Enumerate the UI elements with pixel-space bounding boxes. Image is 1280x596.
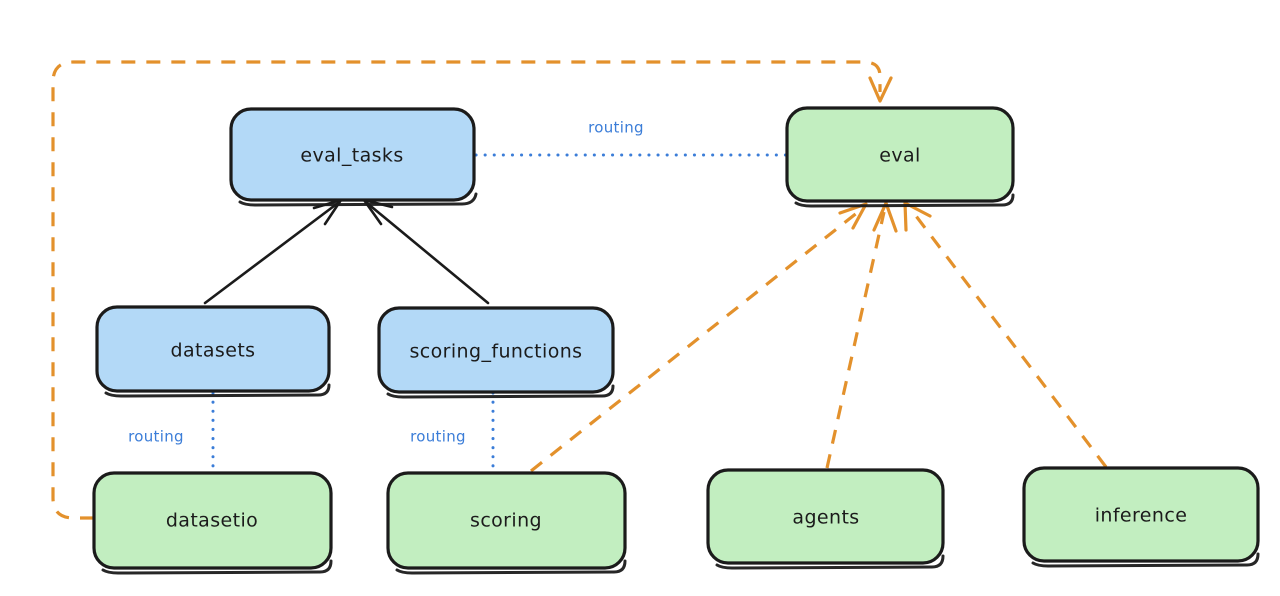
- node-shadow-eval: [794, 193, 1015, 208]
- node-label-inference: inference: [1095, 505, 1188, 527]
- edge-scoringfn-eval-tasks: [362, 198, 490, 305]
- node-label-scoring-functions: scoring_functions: [410, 341, 583, 363]
- edge-label-routing-eval-tasks: routing: [588, 119, 644, 137]
- node-label-datasets: datasets: [171, 340, 256, 362]
- node-shadow-scoring-functions: [386, 384, 615, 399]
- node-agents[interactable]: agents: [706, 468, 945, 570]
- node-datasetio[interactable]: datasetio: [92, 471, 333, 575]
- node-scoring[interactable]: scoring: [386, 471, 627, 575]
- edge-group-inherits: [203, 198, 490, 305]
- edge-group-routing: [211, 153, 788, 474]
- edge-label-routing-datasets: routing: [128, 428, 184, 446]
- edge-path-agents-eval: [825, 211, 886, 469]
- edge-path-datasets-eval-tasks: [203, 201, 340, 305]
- node-shadow-datasetio: [101, 559, 333, 575]
- node-label-eval-tasks: eval_tasks: [300, 145, 403, 167]
- node-inference[interactable]: inference: [1022, 466, 1260, 568]
- node-rect-datasetio: [92, 471, 333, 570]
- node-label-eval: eval: [879, 145, 920, 167]
- edge-label-routing-scoring-functions: routing: [410, 428, 466, 446]
- node-datasets[interactable]: datasets: [95, 305, 331, 398]
- node-eval-tasks[interactable]: eval_tasks: [229, 107, 478, 207]
- arrowhead-inference-eval: [903, 201, 932, 232]
- edge-agents-eval: [825, 201, 898, 469]
- edge-inference-eval: [903, 201, 1108, 468]
- node-rect-datasets: [95, 305, 331, 393]
- edge-path-scoringfn-eval-tasks: [365, 201, 490, 305]
- node-eval[interactable]: eval: [785, 106, 1015, 208]
- node-rect-eval-tasks: [229, 107, 476, 202]
- node-label-agents: agents: [792, 507, 859, 529]
- node-rect-eval: [785, 106, 1015, 203]
- edge-path-inference-eval: [911, 211, 1108, 468]
- node-shadow-agents: [715, 554, 945, 570]
- edge-label-group: routing routing routing: [128, 119, 644, 446]
- node-shadow-inference: [1031, 552, 1260, 568]
- edge-datasets-eval-tasks: [203, 198, 343, 305]
- node-scoring-functions[interactable]: scoring_functions: [377, 306, 615, 399]
- node-rect-scoring: [386, 471, 627, 570]
- arrowhead-datasetio-eval: [868, 76, 893, 103]
- node-rect-agents: [706, 468, 945, 565]
- node-shadow-scoring: [395, 559, 627, 575]
- edge-group-dependencies: [51, 60, 1108, 520]
- edge-datasetio-eval: [51, 60, 893, 520]
- node-rect-scoring-functions: [377, 306, 615, 394]
- edge-path-scoring-eval: [530, 210, 859, 473]
- node-rect-inference: [1022, 466, 1260, 563]
- node-shadow-eval-tasks: [238, 192, 478, 207]
- node-label-scoring: scoring: [470, 510, 542, 532]
- arrowhead-agents-eval: [872, 201, 898, 233]
- node-shadow-datasets: [104, 383, 331, 398]
- edge-path-datasetio-eval: [51, 60, 882, 520]
- arrowhead-scoring-eval: [838, 202, 868, 230]
- edge-scoring-eval: [530, 202, 868, 473]
- node-label-datasetio: datasetio: [166, 510, 258, 532]
